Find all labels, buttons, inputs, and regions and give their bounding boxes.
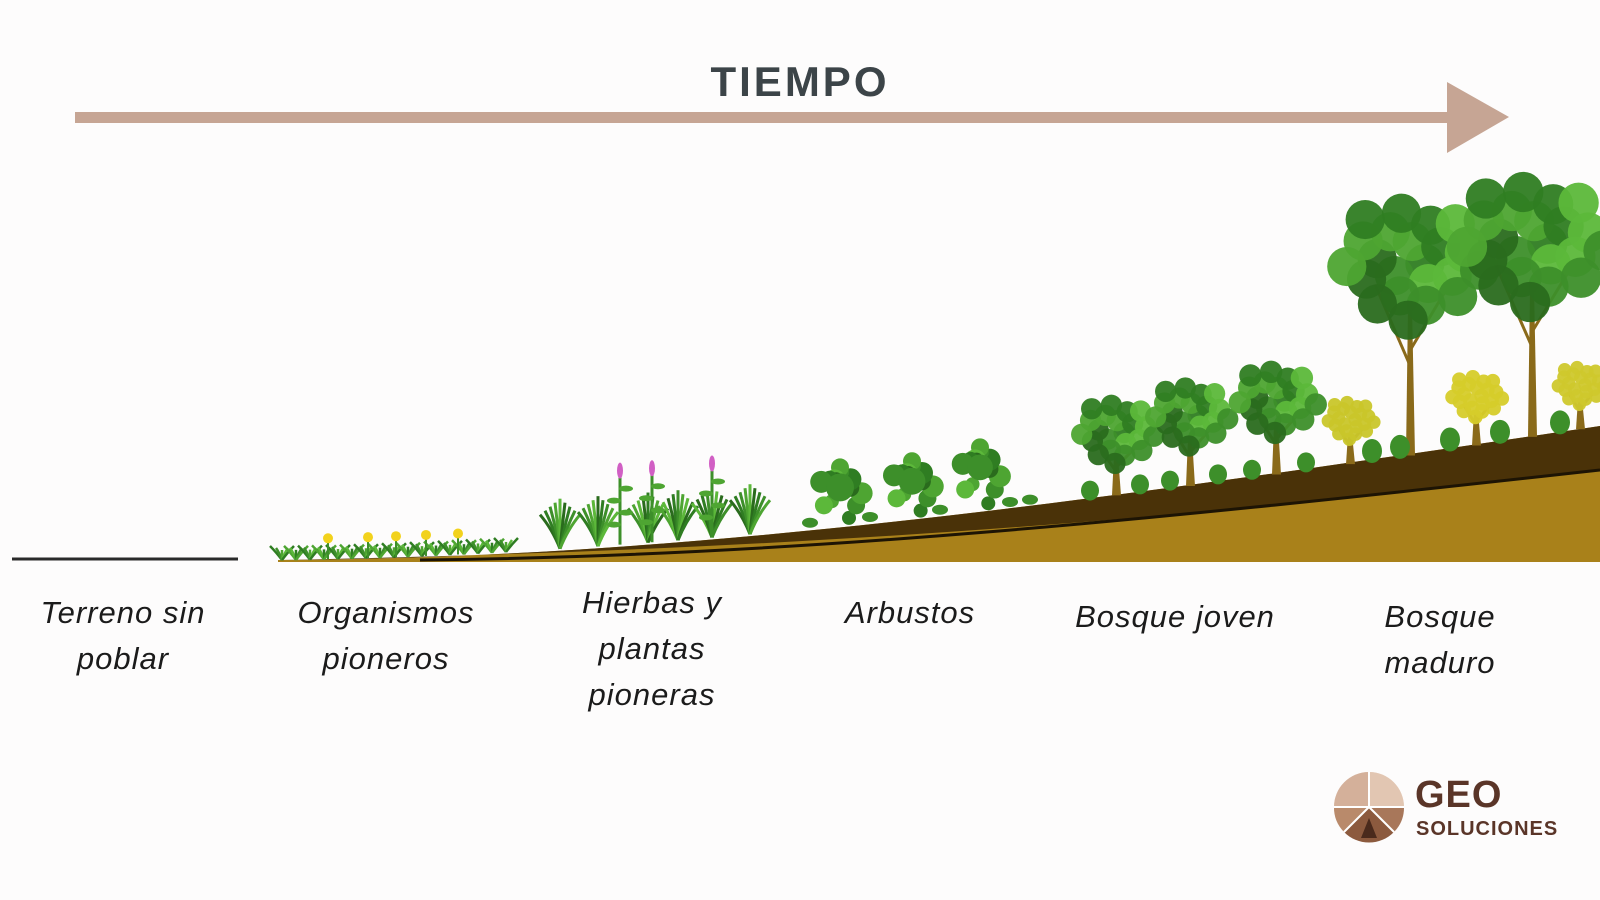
- herb-plants: [538, 455, 772, 550]
- mature-trees: [1321, 171, 1600, 465]
- logo-word-geo: GEO: [1415, 774, 1503, 816]
- stage-label-herbs: Hierbas y plantas pioneras: [582, 585, 722, 712]
- logo-mark-icon: [1333, 772, 1405, 843]
- vegetation: [269, 171, 1600, 561]
- stage-label-shrubs: Arbustos: [844, 595, 976, 630]
- soil-top-layer: [278, 426, 1600, 560]
- stage-label-young-forest: Bosque joven: [1075, 599, 1275, 634]
- time-arrow-shaft: [75, 112, 1455, 123]
- shrubs: [802, 438, 1038, 528]
- time-arrow-head: [1447, 82, 1509, 153]
- soil-wedge: [278, 426, 1600, 562]
- stage-label-bare-ground: Terreno sin poblar: [40, 595, 206, 676]
- young-trees: [1071, 360, 1327, 501]
- timeline-title: TIEMPO: [710, 58, 890, 105]
- stage-label-mature-forest: Bosque maduro: [1384, 599, 1496, 680]
- soil-stratum-line: [419, 468, 1600, 562]
- geo-soluciones-logo: GEO SOLUCIONES: [1332, 770, 1572, 850]
- stage-label-pioneer-organisms: Organismos pioneros: [297, 595, 475, 676]
- time-arrow: [75, 82, 1509, 153]
- pioneer-plants: [269, 528, 519, 561]
- logo-word-soluciones: SOLUCIONES: [1416, 818, 1559, 840]
